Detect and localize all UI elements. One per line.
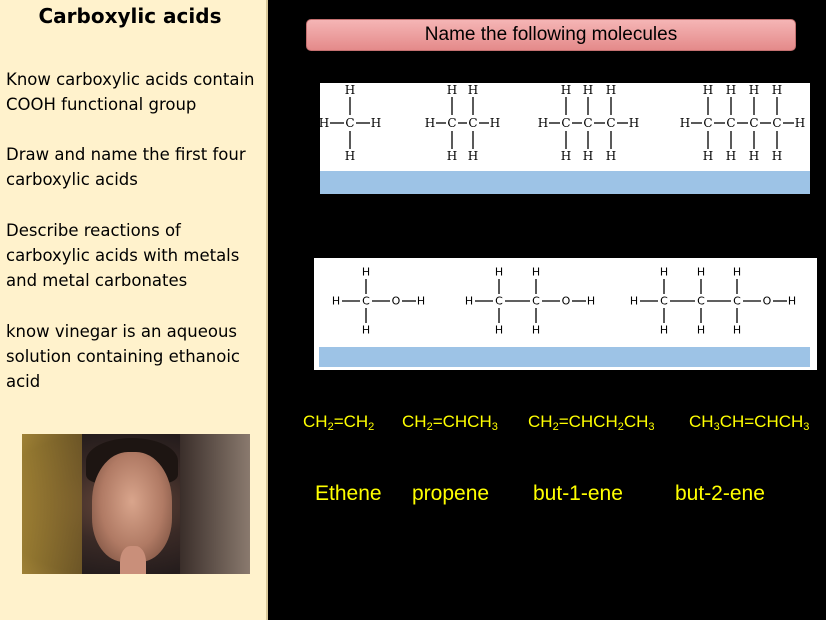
hydrogen-atom: H	[332, 295, 340, 308]
hydrogen-atom: H	[749, 149, 759, 163]
carbon-atom: C	[561, 116, 570, 130]
hydrogen-atom: H	[660, 324, 668, 337]
hydrogen-atom: H	[788, 295, 796, 308]
character-photo	[22, 434, 250, 574]
hydrogen-atom: H	[697, 266, 705, 279]
hydrogen-atom: H	[726, 83, 736, 97]
sidebar: Carboxylic acids Know carboxylic acids c…	[0, 0, 268, 620]
carbon-atom: C	[345, 116, 354, 130]
carbon-atom: C	[733, 295, 741, 308]
hydrogen-atom: H	[425, 116, 435, 130]
carbon-atom: C	[532, 295, 540, 308]
hydrogen-atom: H	[583, 83, 593, 97]
hydrogen-atom: H	[561, 149, 571, 163]
hydrogen-atom: H	[345, 83, 355, 97]
hydrogen-atom: H	[703, 149, 713, 163]
hydrogen-atom: H	[583, 149, 593, 163]
hydrogen-atom: H	[495, 324, 503, 337]
name-but-1-ene: but-1-ene	[533, 482, 623, 505]
formula-ethene: CH2=CH2	[303, 412, 375, 433]
hydrogen-atom: H	[362, 324, 370, 337]
hydrogen-atom: H	[447, 149, 457, 163]
answer-bar-alkanes	[320, 171, 810, 194]
hydrogen-atom: H	[606, 149, 616, 163]
hydrogen-atom: H	[538, 116, 548, 130]
hydrogen-atom: H	[417, 295, 425, 308]
hydrogen-atom: H	[703, 83, 713, 97]
hydrogen-atom: H	[495, 266, 503, 279]
objective-2: Draw and name the first four carboxylic …	[6, 145, 246, 189]
hydrogen-atom: H	[468, 83, 478, 97]
hydrogen-atom: H	[561, 83, 571, 97]
hydrogen-atom: H	[371, 116, 381, 130]
carbon-atom: C	[726, 116, 735, 130]
name-propene: propene	[412, 482, 490, 505]
main-title: Name the following molecules	[306, 19, 796, 51]
carbon-atom: C	[697, 295, 705, 308]
hydrogen-atom: H	[733, 324, 741, 337]
hydrogen-atom: H	[465, 295, 473, 308]
name-but-2-ene: but-2-ene	[675, 482, 765, 505]
carbon-atom: C	[495, 295, 503, 308]
carbon-atom: C	[583, 116, 592, 130]
hydrogen-atom: H	[660, 266, 668, 279]
hydrogen-atom: H	[362, 266, 370, 279]
hydrogen-atom: H	[320, 116, 329, 130]
alcohol-structures-diagram: C H H H O H C H H C H H H O H C H H C H H C H H H O H	[332, 266, 796, 337]
formula-but-2-ene: CH3CH=CHCH3	[689, 412, 810, 433]
objective-3: Describe reactions of carboxylic acids w…	[6, 221, 240, 290]
hydrogen-atom: H	[630, 295, 638, 308]
hydrogen-atom: H	[629, 116, 639, 130]
formula-propene: CH2=CHCH3	[402, 412, 498, 433]
formula-but-1-ene: CH2=CHCH2CH3	[528, 412, 655, 433]
oxygen-atom: O	[763, 295, 772, 308]
hydrogen-atom: H	[795, 116, 805, 130]
hydrogen-atom: H	[532, 324, 540, 337]
hydrogen-atom: H	[587, 295, 595, 308]
hydrogen-atom: H	[468, 149, 478, 163]
hydrogen-atom: H	[447, 83, 457, 97]
hydrogen-atom: H	[697, 324, 705, 337]
carbon-atom: C	[703, 116, 712, 130]
alcohol-structures-panel: C H H H O H C H H C H H H O H C H H C H H C H H H O H	[314, 258, 817, 370]
carbon-atom: C	[362, 295, 370, 308]
carbon-atom: C	[749, 116, 758, 130]
carbon-atom: C	[606, 116, 615, 130]
hydrogen-atom: H	[680, 116, 690, 130]
carbon-atom: C	[468, 116, 477, 130]
carbon-atom: C	[772, 116, 781, 130]
sidebar-title: Carboxylic acids	[38, 4, 222, 28]
answer-bar-alcohols	[319, 347, 810, 367]
hydrogen-atom: H	[606, 83, 616, 97]
hydrogen-atom: H	[733, 266, 741, 279]
carbon-atom: C	[447, 116, 456, 130]
carbon-atom: C	[660, 295, 668, 308]
hydrogen-atom: H	[345, 149, 355, 163]
objective-4: know vinegar is an aqueous solution cont…	[6, 322, 240, 391]
name-ethene: Ethene	[315, 482, 382, 505]
oxygen-atom: O	[562, 295, 571, 308]
hydrogen-atom: H	[726, 149, 736, 163]
hydrogen-atom: H	[772, 83, 782, 97]
hydrogen-atom: H	[749, 83, 759, 97]
hydrogen-atom: H	[772, 149, 782, 163]
hydrogen-atom: H	[490, 116, 500, 130]
oxygen-atom: O	[392, 295, 401, 308]
hydrogen-atom: H	[532, 266, 540, 279]
objective-1: Know carboxylic acids contain COOH funct…	[6, 70, 255, 114]
